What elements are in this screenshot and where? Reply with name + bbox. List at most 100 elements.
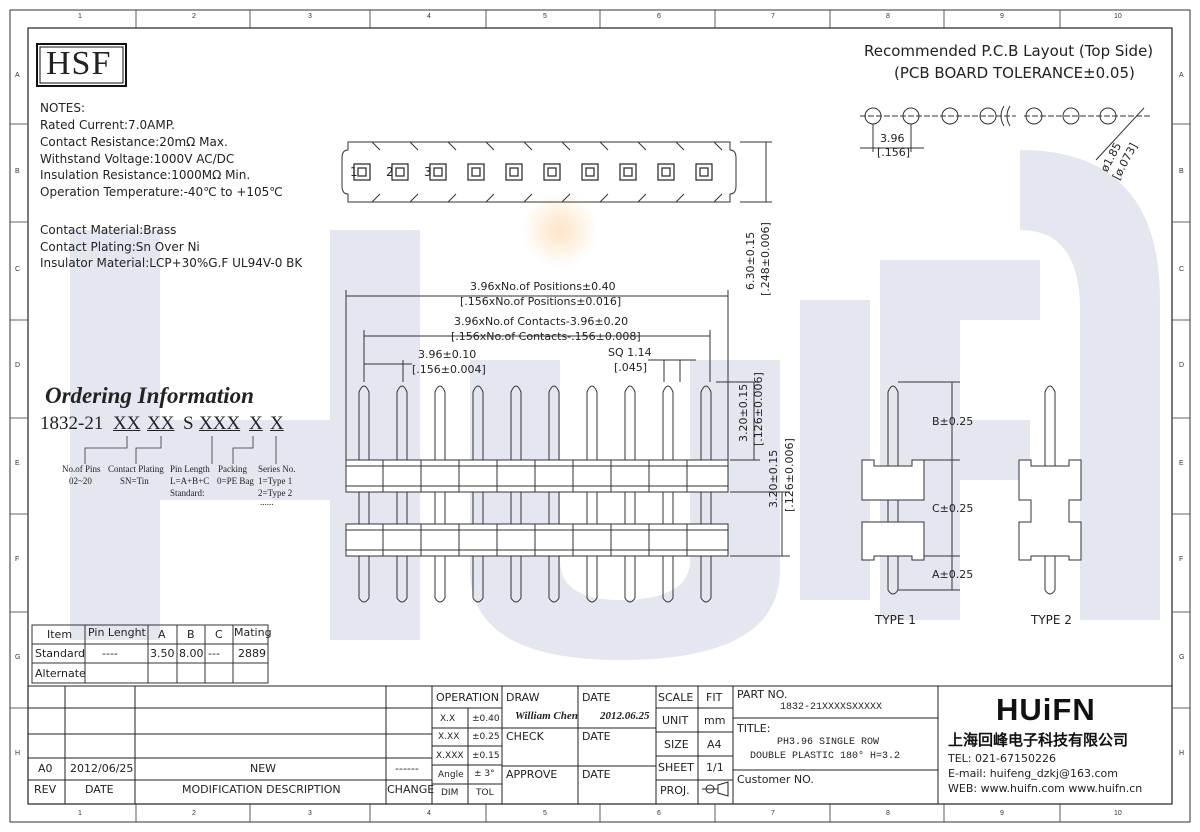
zone-number: 3: [308, 810, 312, 817]
zone-letter: C: [1179, 266, 1185, 273]
zone-number: 9: [1000, 810, 1004, 817]
top-height-dim-in: [.248±0.006]: [759, 222, 772, 296]
legend-name: Packing: [218, 464, 247, 474]
zone-number: 5: [543, 13, 547, 20]
unit-value: mm: [704, 714, 726, 727]
pcb-layout-title: Recommended P.C.B Layout (Top Side): [864, 42, 1154, 60]
side-view-drawing: [861, 381, 1082, 595]
check-date-label: DATE: [582, 730, 611, 743]
zone-number: 2: [192, 810, 196, 817]
approve-label: APPROVE: [506, 768, 558, 781]
pin-table-cell: ---: [208, 647, 220, 660]
tolerance-key: X.X: [440, 714, 456, 724]
company-email: E-mail: huifeng_dzkj@163.com: [948, 767, 1118, 780]
type1-label: TYPE 1: [875, 613, 916, 627]
ordering-code-part: X: [249, 413, 263, 434]
sheet-label: SHEET: [658, 761, 694, 774]
company-logo: HUiFN: [996, 692, 1096, 727]
pcb-pitch-dim-in: [.156]: [877, 146, 911, 159]
zone-number: 5: [543, 810, 547, 817]
revision-header: DATE: [85, 783, 114, 796]
tolerance-value: ± 3°: [474, 769, 495, 779]
zone-number: 9: [1000, 13, 1004, 20]
revision-cell: A0: [38, 762, 53, 775]
note-line: Withstand Voltage:1000V AC/DC: [40, 152, 235, 166]
front-view-drawing: [345, 290, 790, 603]
size-label: SIZE: [664, 738, 689, 751]
zone-letter: B: [1179, 168, 1184, 175]
pin-table-header: B: [187, 628, 195, 641]
revision-header: REV: [34, 783, 57, 796]
check-label: CHECK: [506, 730, 544, 743]
dim-contacts: 3.96xNo.of Contacts-3.96±0.20: [454, 315, 629, 328]
pin-number-label: 2: [386, 165, 394, 179]
zone-letter: A: [1179, 72, 1184, 79]
legend-name: Pin Length: [170, 464, 210, 474]
zone-letter: D: [15, 362, 21, 369]
sheet-value: 1/1: [706, 761, 724, 774]
zone-number: 4: [427, 810, 431, 817]
legend-detail: 0=PE Bag: [217, 476, 254, 486]
zone-number: 4: [427, 13, 431, 20]
approve-date-label: DATE: [582, 768, 611, 781]
legend-detail: 2=Type 2: [258, 488, 293, 498]
revision-cell: ------: [395, 762, 419, 775]
pin-table-header: A: [158, 628, 166, 641]
ordering-code-part: XX: [147, 413, 175, 434]
zone-letter: G: [15, 654, 21, 661]
legend-name: No.of Pins: [62, 464, 101, 474]
part-no-label: PART NO.: [737, 688, 788, 701]
zone-number: 3: [308, 13, 312, 20]
scale-label: SCALE: [658, 691, 694, 704]
tolerance-key: X.XXX: [436, 751, 464, 761]
pin-table-cell: ----: [102, 647, 118, 660]
pin-table-cell: Standard: [35, 647, 86, 660]
zone-letter: D: [1179, 362, 1185, 369]
zone-number: 8: [886, 13, 890, 20]
size-value: A4: [707, 738, 722, 751]
pin-table-cell: Alternate: [35, 667, 86, 680]
legend-detail: L=A+B+C: [170, 476, 210, 486]
zone-number: 6: [657, 810, 661, 817]
fit-label: FIT: [706, 691, 723, 704]
zone-number: 7: [771, 13, 775, 20]
projection-symbol-icon: [702, 781, 729, 797]
company-web: WEB: www.huifn.com www.huifn.cn: [948, 782, 1143, 795]
zone-letter: H: [1179, 750, 1185, 757]
tolerance-key: X.XX: [438, 732, 460, 742]
operation-label: OPERATION: [436, 691, 499, 704]
tolerance-value: ±0.25: [472, 732, 500, 742]
zone-letter: H: [15, 750, 21, 757]
zone-number: 6: [657, 13, 661, 20]
pin-table-grid: [31, 624, 269, 684]
legend-name: Contact Plating: [108, 464, 164, 474]
draw-label: DRAW: [506, 691, 540, 704]
pin-table-cell: 8.00: [179, 647, 204, 660]
tolerance-value: ±0.15: [472, 751, 500, 761]
b-dim: B±0.25: [932, 415, 974, 428]
legend-detail: Standard:: [170, 488, 205, 498]
zone-letter: F: [1179, 556, 1184, 563]
note-line: Contact Resistance:20mΩ Max.: [40, 135, 228, 149]
dim-pitch: 3.96±0.10: [418, 348, 477, 361]
legend-name: Series No.: [258, 464, 296, 474]
pin-table-cell: 3.50: [150, 647, 175, 660]
legend-detail: ......: [260, 497, 274, 507]
date-label: DATE: [582, 691, 611, 704]
ordering-code-part: XX: [113, 413, 141, 434]
pin-table-header: Mating: [234, 626, 272, 639]
pin-table-header: Pin Lenght: [88, 626, 146, 639]
material-line: Contact Material:Brass: [40, 223, 177, 237]
company-tel: TEL: 021-67150226: [948, 752, 1056, 765]
pin-number-label: 3: [424, 165, 432, 179]
material-line: Contact Plating:Sn Over Ni: [40, 240, 200, 254]
note-line: Rated Current:7.0AMP.: [40, 118, 175, 132]
a-dim: A±0.25: [932, 568, 974, 581]
top-view-drawing: [341, 141, 772, 203]
note-line: Operation Temperature:-40℃ to +105℃: [40, 185, 283, 199]
ordering-leader-lines: [84, 436, 277, 464]
zone-number: 10: [1114, 810, 1122, 817]
unit-label: UNIT: [662, 714, 689, 727]
tolerance-value: ±0.40: [472, 714, 500, 724]
